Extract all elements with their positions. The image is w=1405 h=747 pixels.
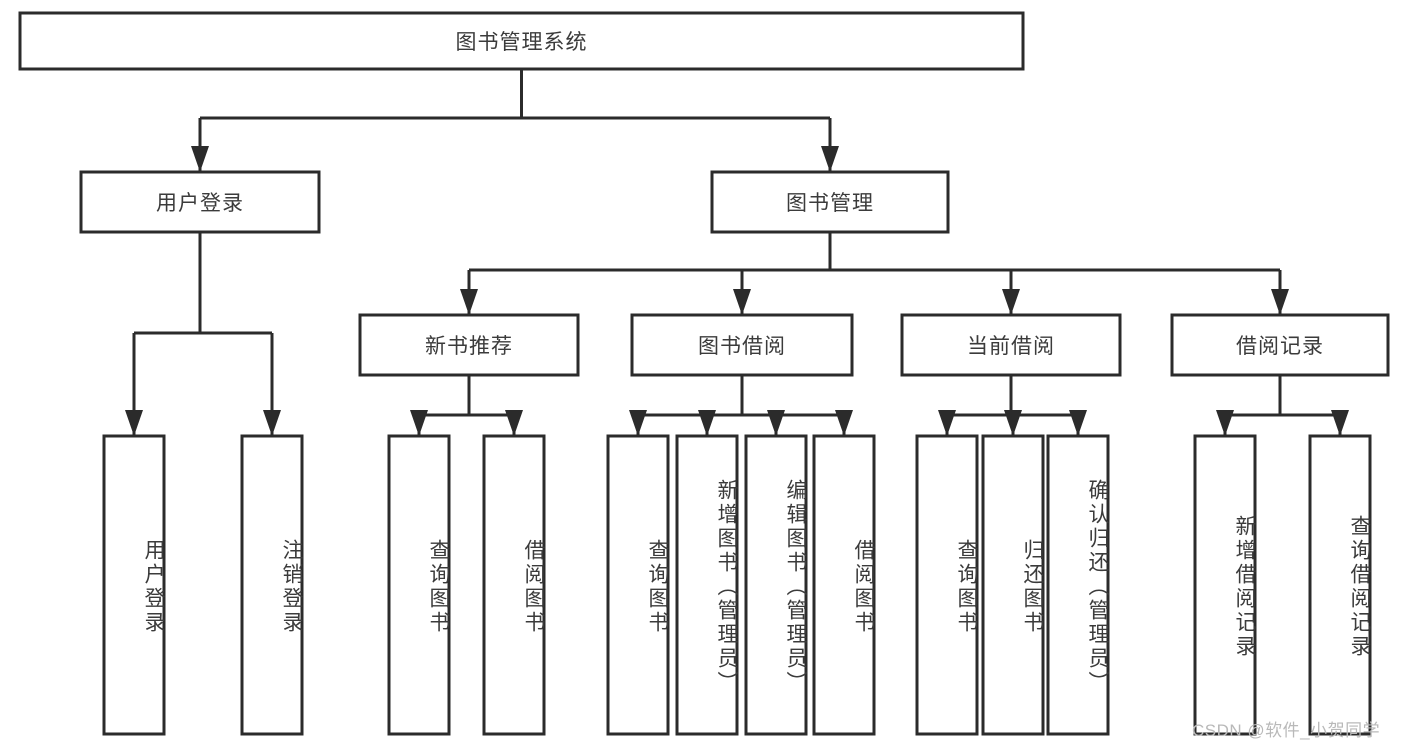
root-arrow-1 (821, 146, 839, 172)
l3-1-3-arrow-1 (1331, 410, 1349, 436)
node-leaf-借阅图书[interactable] (482, 434, 546, 736)
node-leaf-新增图书管理员[interactable] (675, 434, 739, 736)
node-leaf-注销登录[interactable] (240, 434, 304, 736)
watermark-csdn: CSDN @软件_小贺同学 (1192, 721, 1381, 740)
l2-1-arrow-2 (1002, 289, 1020, 315)
l3-1-0-arrow-0 (410, 410, 428, 436)
l3-1-3-arrow-0 (1216, 410, 1234, 436)
root-arrow-0 (191, 146, 209, 172)
l2-1-arrow-1 (733, 289, 751, 315)
node-leaf-借阅图书[interactable] (812, 434, 876, 736)
node-l3-借阅记录[interactable] (1170, 313, 1390, 377)
l3-1-2-arrow-2 (1069, 410, 1087, 436)
node-leaf-用户登录[interactable] (102, 434, 166, 736)
connectors-layer (132, 69, 1342, 436)
node-leaf-查询图书[interactable] (606, 434, 670, 736)
l2-0-arrow-1 (263, 410, 281, 436)
node-leaf-确认归还管理员[interactable] (1046, 434, 1110, 736)
arrows-layer (125, 146, 1349, 436)
l3-1-1-arrow-3 (835, 410, 853, 436)
node-l3-图书借阅[interactable] (630, 313, 854, 377)
node-leaf-新增借阅记录[interactable] (1193, 434, 1257, 736)
l2-1-arrow-0 (460, 289, 478, 315)
node-leaf-归还图书[interactable] (981, 434, 1045, 736)
node-leaf-编辑图书管理员[interactable] (744, 434, 808, 736)
node-l3-新书推荐[interactable] (358, 313, 580, 377)
l3-1-2-arrow-0 (938, 410, 956, 436)
node-root[interactable] (18, 11, 1025, 71)
node-l2-图书管理[interactable] (710, 170, 950, 234)
l2-0-arrow-0 (125, 410, 143, 436)
l3-1-1-arrow-1 (698, 410, 716, 436)
l2-1-arrow-3 (1271, 289, 1289, 315)
node-l2-用户登录[interactable] (79, 170, 321, 234)
l3-1-1-arrow-0 (629, 410, 647, 436)
l3-1-0-arrow-1 (505, 410, 523, 436)
boxes-layer (18, 11, 1390, 736)
l3-1-1-arrow-2 (767, 410, 785, 436)
l3-1-2-arrow-1 (1004, 410, 1022, 436)
node-l3-当前借阅[interactable] (900, 313, 1122, 377)
node-leaf-查询借阅记录[interactable] (1308, 434, 1372, 736)
node-leaf-查询图书[interactable] (387, 434, 451, 736)
node-leaf-查询图书[interactable] (915, 434, 979, 736)
